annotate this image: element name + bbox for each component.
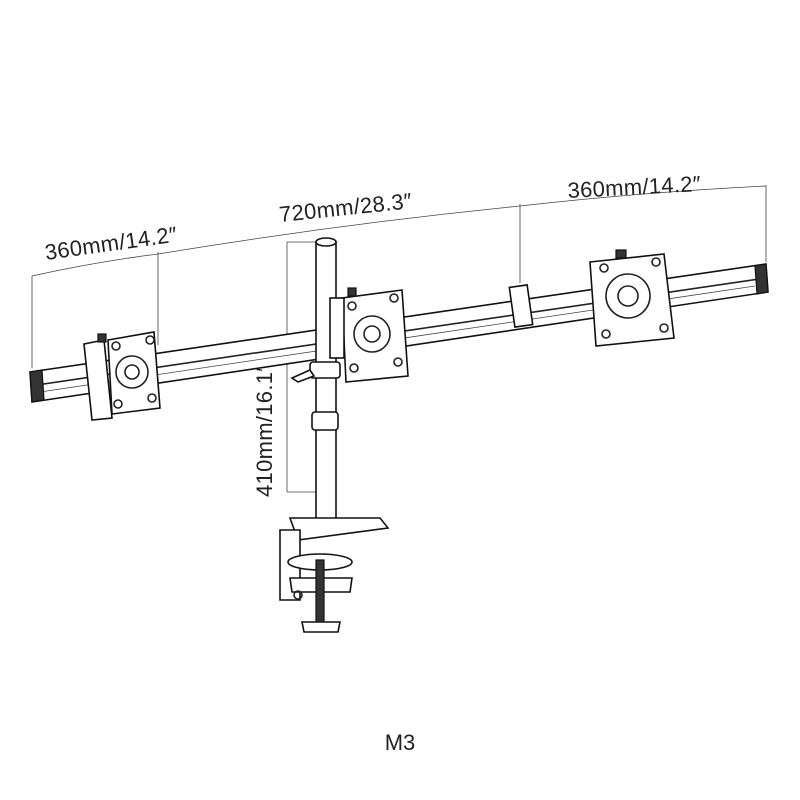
desk-clamp <box>279 517 390 633</box>
vesa-plate-right <box>589 249 675 347</box>
center-pole <box>290 237 341 521</box>
model-label: M3 <box>384 730 416 755</box>
pole-height-label: 410mm/16.1″ <box>252 364 277 497</box>
dimension-lines <box>31 185 767 493</box>
left-arm-length-label: 360mm/14.2″ <box>43 222 179 265</box>
right-arm-length-label: 360mm/14.2″ <box>567 171 702 203</box>
center-span-label: 720mm/28.3″ <box>278 188 413 227</box>
vesa-plate-center <box>329 287 409 383</box>
vesa-plate-left <box>83 331 161 421</box>
